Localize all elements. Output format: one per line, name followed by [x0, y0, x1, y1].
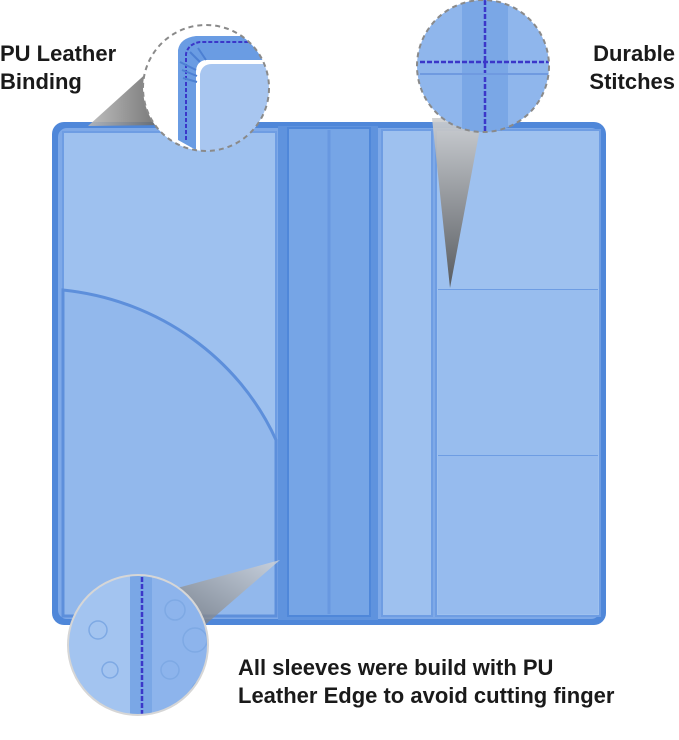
magnifier-edge-icon: [67, 574, 209, 716]
middle-slot: [381, 129, 433, 617]
wallet-body: [52, 122, 606, 625]
magnifier-binding-icon: [142, 24, 270, 152]
stitch-pointer: [432, 118, 482, 288]
card-pocket: [438, 456, 598, 614]
stitches-callout-line1: Durable: [593, 41, 675, 66]
edge-callout-line1: All sleeves were build with PU: [238, 655, 554, 680]
left-panel: [61, 131, 278, 618]
magnifier-stitch-icon: [416, 0, 550, 133]
curved-pocket: [61, 288, 278, 618]
binding-callout-line2: Binding: [0, 68, 82, 94]
right-panel: [435, 129, 601, 617]
card-pocket: [438, 290, 598, 456]
stitches-callout: Durable Stitches: [589, 40, 675, 95]
stitches-callout-line2: Stitches: [589, 68, 675, 94]
spine-strap: [278, 126, 378, 620]
edge-callout: All sleeves were build with PU Leather E…: [238, 654, 668, 709]
binding-callout: PU Leather Binding: [0, 40, 116, 95]
binding-callout-line1: PU Leather: [0, 41, 117, 66]
edge-callout-line2: Leather Edge to avoid cutting finger: [238, 682, 615, 708]
